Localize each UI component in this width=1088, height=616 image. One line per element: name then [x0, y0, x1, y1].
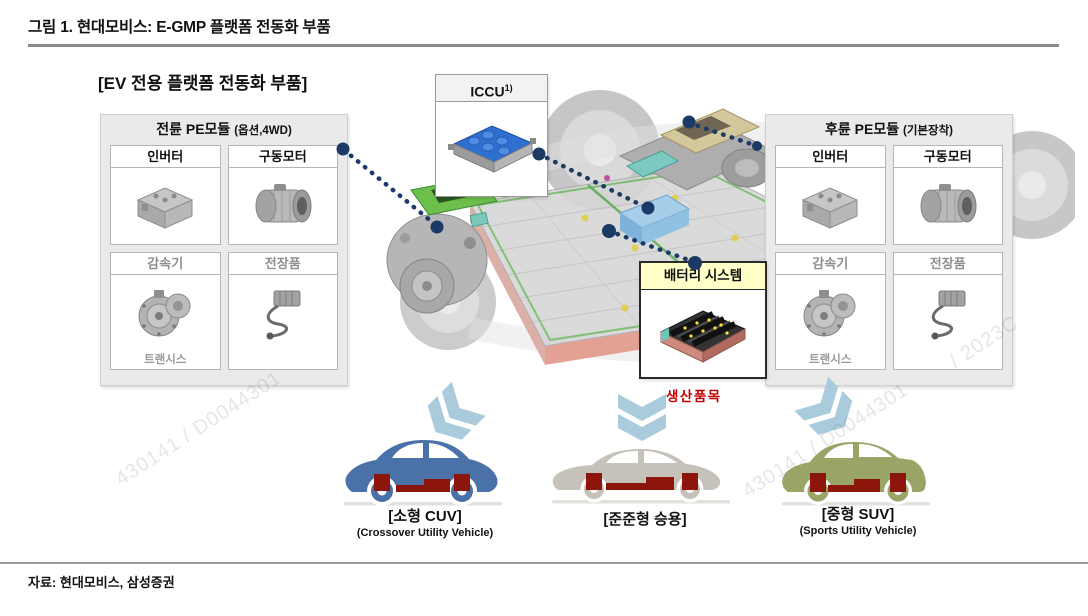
- part-card-rear-inverter: 인버터: [775, 145, 886, 245]
- iccu-box: ICCU1): [435, 74, 548, 197]
- vehicle-cuv-illustration: [338, 430, 508, 515]
- vehicle-suv-illustration: [776, 428, 936, 515]
- panel-title-text: 후륜 PE모듈: [825, 121, 900, 137]
- vehicle-subtitle: (Sports Utility Vehicle): [799, 525, 917, 537]
- title-rule: [28, 44, 1059, 47]
- production-items-label: 생산품목: [666, 389, 722, 404]
- reducer-image: [776, 275, 885, 353]
- part-caption: [894, 353, 1003, 369]
- part-label: 전장품: [893, 253, 1002, 275]
- wiring-image: [229, 275, 338, 353]
- part-card-rear-drive-motor: 구동모터: [892, 145, 1003, 245]
- panel-title-note: (옵션,4WD): [234, 125, 292, 137]
- iccu-footnote-marker: 1): [504, 83, 513, 93]
- part-card-rear-electronics: 전장품: [892, 252, 1003, 370]
- rear-pe-module-panel: 후륜 PE모듈 (기본장착) 인버터 구동모터 감속기 트랜시스 전장품: [765, 114, 1013, 386]
- figure-heading: [EV 전용 플랫폼 전동화 부품]: [98, 74, 308, 93]
- part-card-front-electronics: 전장품: [227, 252, 338, 370]
- panel-title-note: (기본장착): [903, 125, 953, 137]
- vehicle-name: [준준형 승용]: [603, 511, 687, 528]
- source-text: 자료: 현대모비스, 삼성증권: [28, 575, 175, 590]
- part-caption: 트랜시스: [809, 354, 852, 366]
- front-pe-module-panel: 전륜 PE모듈 (옵션,4WD) 인버터 구동모터 감속기 트랜시스 전장품: [100, 114, 348, 386]
- down-right-arrow-icon: [789, 372, 870, 453]
- front-pe-module-title: 전륜 PE모듈 (옵션,4WD): [101, 115, 347, 143]
- down-left-arrow-icon: [409, 377, 490, 458]
- vehicle-suv-label: [중형 SUV] (Sports Utility Vehicle): [768, 503, 948, 537]
- iccu-label: ICCU1): [436, 75, 547, 102]
- part-label: 구동모터: [228, 146, 337, 168]
- part-card-front-reducer: 감속기 트랜시스: [110, 252, 221, 370]
- part-card-rear-reducer: 감속기 트랜시스: [775, 252, 886, 370]
- iccu-label-text: ICCU: [470, 83, 505, 100]
- vehicle-subtitle: (Crossover Utility Vehicle): [356, 527, 494, 539]
- battery-label: 배터리 시스템: [641, 263, 765, 290]
- footer-rule: [0, 562, 1088, 564]
- drive-motor-image: [229, 168, 338, 244]
- part-label: 인버터: [776, 146, 885, 168]
- iccu-image: [436, 102, 547, 196]
- down-arrow-icon: [613, 392, 671, 449]
- battery-image: [641, 290, 765, 377]
- page-title: 그림 1. 현대모비스: E-GMP 플랫폼 전동화 부품: [28, 19, 331, 36]
- rear-pe-module-title: 후륜 PE모듈 (기본장착): [766, 115, 1012, 143]
- reducer-image: [111, 275, 220, 353]
- vehicle-sedan-label: [준준형 승용]: [555, 508, 735, 530]
- part-label: 구동모터: [893, 146, 1002, 168]
- vehicle-sedan-illustration: [548, 432, 733, 513]
- drive-motor-image: [894, 168, 1003, 244]
- part-caption: 트랜시스: [144, 354, 187, 366]
- inverter-image: [776, 168, 885, 244]
- part-card-front-drive-motor: 구동모터: [227, 145, 338, 245]
- part-card-front-inverter: 인버터: [110, 145, 221, 245]
- part-label: 감속기: [776, 253, 885, 275]
- vehicle-name: [소형 CUV]: [388, 508, 462, 525]
- part-caption: [229, 353, 338, 369]
- part-label: 인버터: [111, 146, 220, 168]
- part-label: 전장품: [228, 253, 337, 275]
- panel-title-text: 전륜 PE모듈: [156, 121, 231, 137]
- vehicle-name: [중형 SUV]: [821, 506, 895, 523]
- vehicle-cuv-label: [소형 CUV] (Crossover Utility Vehicle): [330, 505, 520, 539]
- inverter-image: [111, 168, 220, 244]
- battery-system-box: 배터리 시스템: [639, 261, 767, 379]
- part-label: 감속기: [111, 253, 220, 275]
- wiring-image: [894, 275, 1003, 353]
